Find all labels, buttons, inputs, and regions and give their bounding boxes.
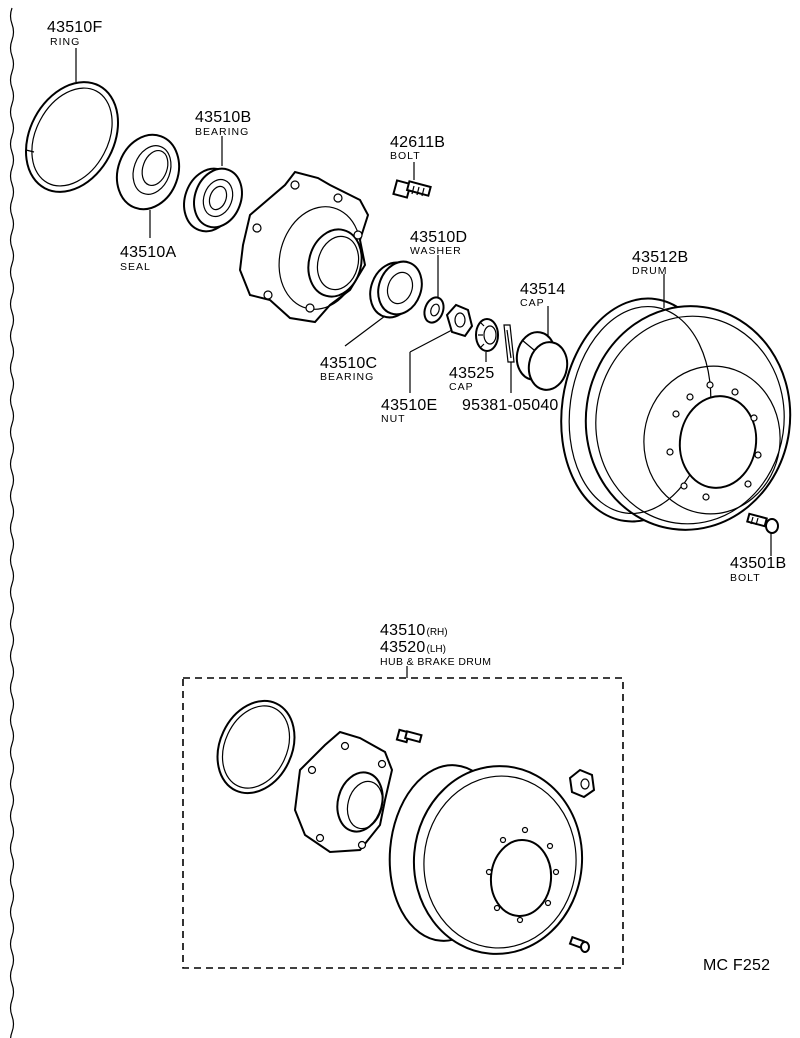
bearing-b-part [183,167,243,233]
svg-text:42611B: 42611B [390,134,445,151]
assembly-ring-part [216,699,296,795]
nut-part [445,303,474,338]
washer-part [423,296,445,324]
svg-text:BEARING: BEARING [320,371,374,383]
assembly-small-bolt-part [568,935,590,953]
label-bearing-c: 43510C BEARING [320,355,377,383]
svg-text:43510E: 43510E [381,397,437,414]
label-ring: 43510F RING [47,19,102,48]
bearing-c-part [369,260,423,319]
svg-text:43510(RH): 43510(RH) [380,622,448,639]
nut-leader-line [409,329,453,353]
assembly-cap-part [568,768,596,799]
svg-text:CAP: CAP [449,381,474,393]
svg-text:43510F: 43510F [47,19,102,36]
svg-text:43525: 43525 [449,365,495,382]
svg-text:43510A: 43510A [120,244,176,261]
seal-part [115,133,181,211]
label-bearing-b: 43510B BEARING [195,109,251,138]
svg-text:95381-05040: 95381-05040 [462,397,559,414]
bolt-a-part [392,179,432,199]
left-border-line [9,7,15,1038]
svg-text:43512B: 43512B [632,249,688,266]
assembly-box [182,677,624,969]
svg-text:BOLT: BOLT [390,150,421,162]
cap-b-part [475,318,499,352]
label-cap-a: 43514 CAP [520,281,566,309]
label-bolt-b: 43501B BOLT [730,555,786,584]
label-pin: 95381-05040 [462,397,559,414]
svg-text:43510B: 43510B [195,109,251,126]
svg-text:CAP: CAP [520,297,545,309]
svg-text:WASHER: WASHER [410,245,462,257]
label-nut: 43510E NUT [381,397,437,425]
label-washer: 43510D WASHER [410,229,467,257]
assembly-rh-number: 43510 [380,622,426,639]
svg-text:DRUM: DRUM [632,265,668,277]
assembly-lh-suffix: (LH) [427,644,446,655]
assembly-drum-part [388,764,584,955]
cap-a-part [515,331,569,391]
hub-part [238,170,370,324]
label-bolt-a: 42611B BOLT [390,134,445,162]
assembly-lh-number: 43520 [380,639,426,656]
label-cap-b: 43525 CAP [449,365,495,393]
figure-code: MC F252 [703,957,770,974]
drum-part [560,297,792,531]
assembly-hub-part [293,730,394,854]
pin-part [503,324,515,363]
svg-text:NUT: NUT [381,413,406,425]
label-seal: 43510A SEAL [120,244,176,273]
assembly-name: HUB & BRAKE DRUM [380,656,491,668]
svg-text:RING: RING [50,36,80,48]
svg-text:BOLT: BOLT [730,572,761,584]
svg-text:BEARING: BEARING [195,126,249,138]
svg-text:43501B: 43501B [730,555,786,572]
assembly-bolt-part [395,728,423,744]
svg-text:43514: 43514 [520,281,566,298]
svg-text:43520(LH): 43520(LH) [380,639,446,656]
bearing-c-leader-line [344,315,386,347]
svg-text:SEAL: SEAL [120,261,151,273]
bolt-b-part [746,512,779,534]
svg-text:43510D: 43510D [410,229,467,246]
label-drum: 43512B DRUM [632,249,688,277]
assembly-rh-suffix: (RH) [427,627,448,638]
label-assembly: 43510(RH) 43520(LH) HUB & BRAKE DRUM [380,622,491,668]
svg-text:43510C: 43510C [320,355,377,372]
ring-part [24,81,120,193]
